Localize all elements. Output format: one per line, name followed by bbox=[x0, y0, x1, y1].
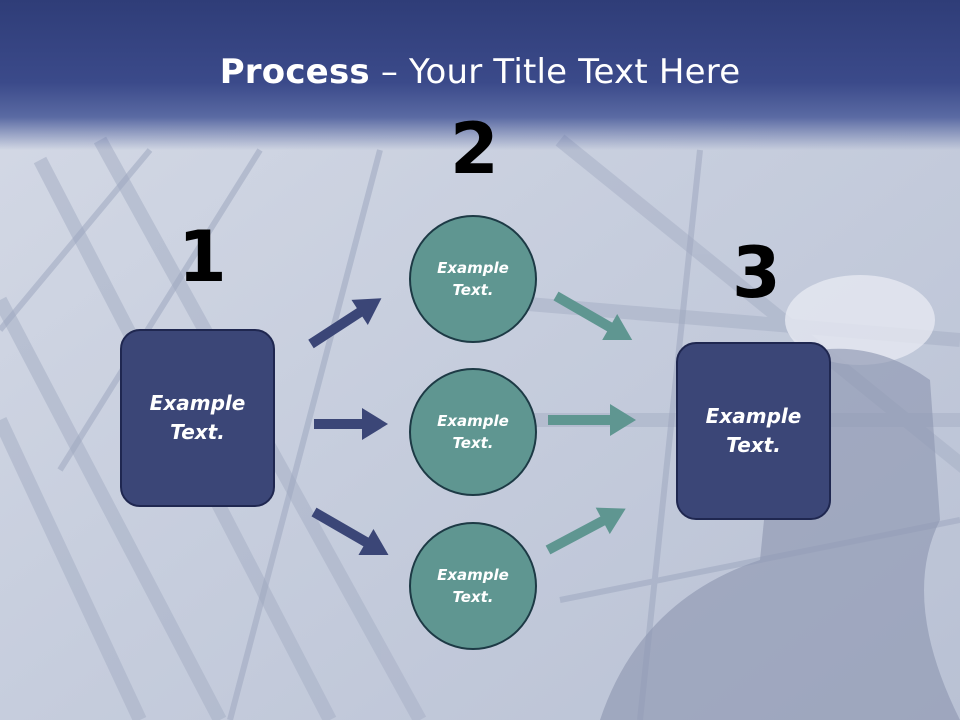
slide-title: Process – Your Title Text Here bbox=[0, 52, 960, 92]
title-rest: – Your Title Text Here bbox=[369, 52, 741, 92]
step-1-text: Example Text. bbox=[149, 391, 246, 444]
step-2-circle-middle[interactable]: Example Text. bbox=[409, 368, 537, 496]
step-3-text: Example Text. bbox=[705, 404, 802, 457]
step-2-circle-top-text: Example Text. bbox=[437, 258, 509, 300]
step-number-1: 1 bbox=[178, 216, 227, 298]
step-2-circle-top[interactable]: Example Text. bbox=[409, 215, 537, 343]
arrow-right-down bbox=[545, 507, 626, 555]
arrow-right-middle bbox=[548, 404, 636, 436]
arrow-left-middle bbox=[314, 408, 388, 440]
header-band bbox=[0, 0, 960, 150]
arrow-right-up bbox=[553, 291, 633, 340]
step-number-3: 3 bbox=[732, 232, 781, 314]
step-2-circle-middle-text: Example Text. bbox=[437, 411, 509, 453]
step-number-2: 2 bbox=[450, 108, 499, 190]
step-2-circle-bottom-text: Example Text. bbox=[437, 565, 509, 607]
title-bold: Process bbox=[219, 52, 370, 92]
step-2-circle-bottom[interactable]: Example Text. bbox=[409, 522, 537, 650]
arrow-left-up bbox=[308, 298, 382, 349]
arrow-left-down bbox=[311, 507, 389, 555]
step-1-box[interactable]: Example Text. bbox=[120, 329, 275, 507]
step-3-box[interactable]: Example Text. bbox=[676, 342, 831, 520]
